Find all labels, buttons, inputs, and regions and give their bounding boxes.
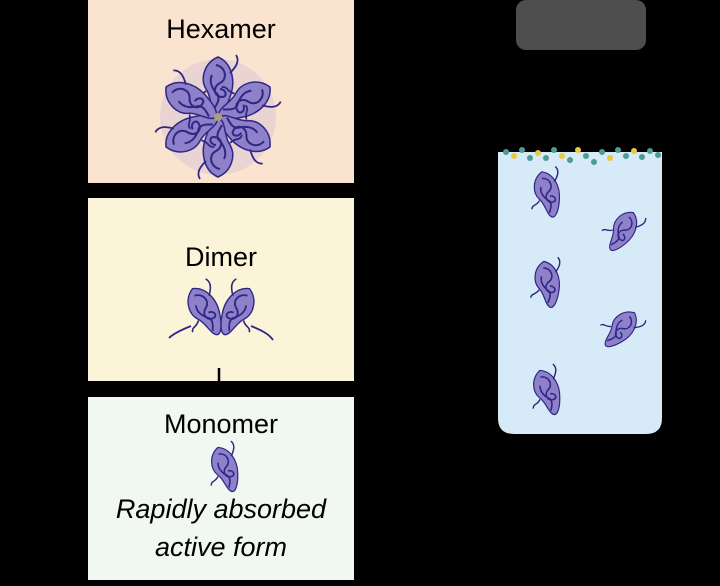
dimer-protein-icon: [168, 277, 274, 346]
monomer-panel: Monomer Rapidly absorbed active form: [88, 397, 354, 580]
monomer-caption: Rapidly absorbed active form: [88, 490, 354, 566]
vial-icon: [494, 0, 666, 438]
hexamer-protein-icon: [151, 54, 285, 180]
vial-cap: [516, 0, 646, 50]
dimer-panel: Dimer: [88, 198, 354, 381]
caption-line-1: Rapidly absorbed: [115, 494, 327, 524]
monomer-protein-icon: [198, 439, 250, 499]
vial-liquid: [498, 152, 662, 434]
arrow-dimer-to-monomer: [212, 368, 226, 402]
monomer-label: Monomer: [163, 409, 279, 439]
vial-outline: [494, 50, 666, 438]
hexamer-label: Hexamer: [166, 14, 276, 44]
caption-line-2: active form: [154, 532, 288, 562]
sediment-layer: [503, 147, 661, 165]
dimer-label: Dimer: [185, 242, 257, 272]
hexamer-panel: Hexamer: [88, 0, 354, 183]
